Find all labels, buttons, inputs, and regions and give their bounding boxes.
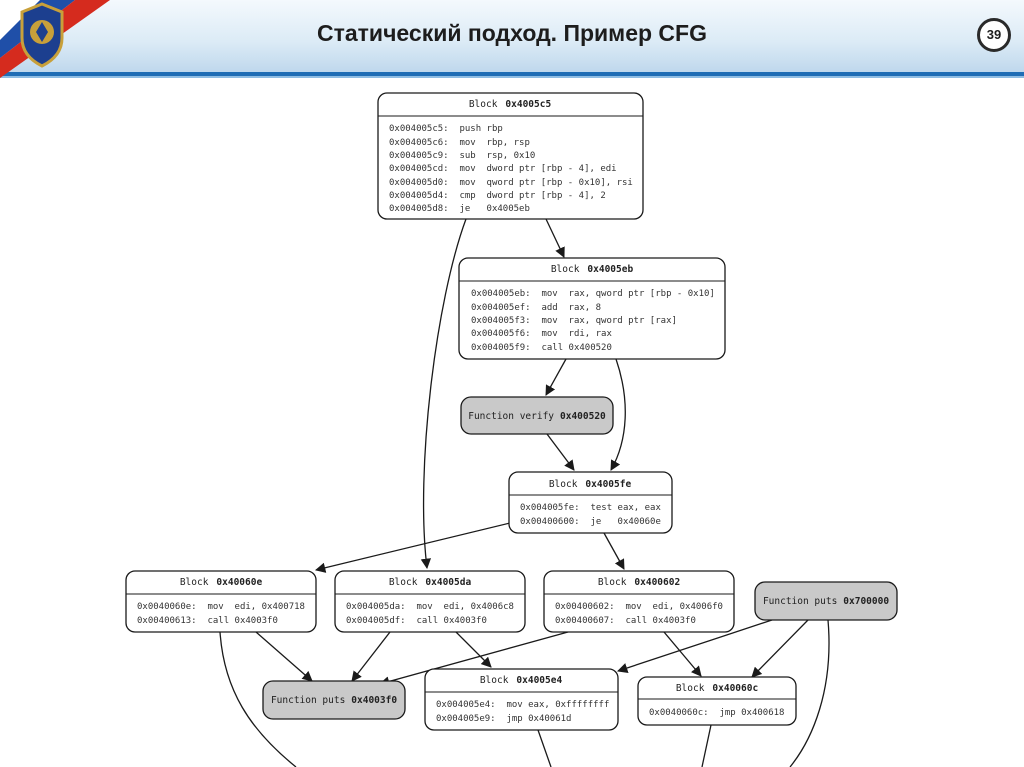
cfg-function-node: Function verify 0x400520 bbox=[460, 396, 614, 435]
page-number-badge: 39 bbox=[977, 18, 1011, 52]
edge-40060e-down bbox=[219, 631, 297, 767]
instruction-line: 0x004005c9: sub rsp, 0x10 bbox=[389, 151, 535, 161]
instruction-line: 0x004005f6: mov rdi, rax bbox=[471, 329, 612, 339]
instruction-line: 0x00400600: je 0x40060e bbox=[520, 517, 661, 527]
instruction-line: 0x004005d0: mov qword ptr [rbp - 0x10], … bbox=[389, 178, 633, 188]
instruction-line: 0x004005eb: mov rax, qword ptr [rbp - 0x… bbox=[471, 289, 715, 299]
header-band-light bbox=[0, 76, 1024, 78]
slide-title: Статический подход. Пример CFG bbox=[317, 20, 707, 46]
cfg-block: Block 0x4005e4 0x004005e4: mov eax, 0xfff… bbox=[424, 668, 619, 731]
block-header: Block 0x4005da bbox=[389, 577, 472, 588]
instruction-line: 0x004005f9: call 0x400520 bbox=[471, 343, 612, 353]
block-label: Block bbox=[469, 99, 498, 110]
edge-4005c5-4005eb bbox=[545, 218, 565, 258]
cfg-function-node: Function puts 0x700000 bbox=[754, 581, 898, 621]
edge-4005da-puts bbox=[351, 631, 391, 682]
block-label: Block bbox=[389, 577, 418, 588]
instruction-line: 0x004005df: call 0x4003f0 bbox=[346, 616, 487, 626]
block-address: 0x4005eb bbox=[587, 264, 633, 275]
instruction-line: 0x004005cd: mov dword ptr [rbp - 4], edi bbox=[389, 164, 617, 174]
instruction-line: 0x004005da: mov edi, 0x4006c8 bbox=[346, 602, 514, 612]
cfg-block: Block 0x4005da 0x004005da: mov edi, 0x400… bbox=[334, 570, 526, 633]
block-header: Block 0x4005fe bbox=[549, 479, 632, 490]
function-address: 0x700000 bbox=[843, 596, 889, 607]
block-header: Block 0x4005c5 bbox=[469, 99, 552, 110]
block-address: 0x4005fe bbox=[585, 479, 631, 490]
function-address: 0x4003f0 bbox=[351, 695, 397, 706]
edge-4005da-4005e4 bbox=[455, 631, 492, 668]
instruction-line: 0x0040060c: jmp 0x400618 bbox=[649, 708, 784, 718]
instruction-line: 0x00400602: mov edi, 0x4006f0 bbox=[555, 602, 723, 612]
block-label: Block bbox=[480, 675, 509, 686]
instruction-line: 0x004005c6: mov rbp, rsp bbox=[389, 138, 530, 148]
cfg-block: Block 0x40060e 0x0040060e: mov edi, 0x400… bbox=[125, 570, 317, 633]
cfg-block: Block 0x4005eb 0x004005eb: mov rax, qword… bbox=[458, 257, 726, 360]
function-name: Function verify bbox=[468, 411, 554, 422]
instruction-line: 0x004005c5: push rbp bbox=[389, 124, 503, 134]
edge-puts700000-down bbox=[789, 619, 830, 767]
edge-puts700000-4005e4 bbox=[617, 619, 773, 673]
block-address: 0x40060c bbox=[712, 683, 758, 694]
block-header: Block 0x4005eb bbox=[551, 264, 634, 275]
instruction-line: 0x004005f3: mov rax, qword ptr [rax] bbox=[471, 316, 677, 326]
function-label: Function puts 0x4003f0 bbox=[271, 695, 397, 706]
block-label: Block bbox=[676, 683, 705, 694]
instruction-line: 0x004005e9: jmp 0x40061d bbox=[436, 714, 571, 724]
block-label: Block bbox=[598, 577, 627, 588]
block-label: Block bbox=[551, 264, 580, 275]
cfg-block: Block 0x40060c 0x0040060c: jmp 0x400618 bbox=[637, 676, 797, 726]
edge-40060e-puts bbox=[255, 631, 313, 682]
edge-4005fe-400602 bbox=[603, 532, 625, 570]
edge-4005e4-down bbox=[537, 729, 552, 767]
edge-puts700000-40060c bbox=[751, 619, 809, 678]
cfg-edges bbox=[219, 218, 830, 767]
header-band bbox=[0, 72, 1024, 76]
edge-4005eb-4005fe bbox=[610, 358, 626, 471]
instruction-line: 0x004005d4: cmp dword ptr [rbp - 4], 2 bbox=[389, 191, 606, 201]
instruction-line: 0x004005d8: je 0x4005eb bbox=[389, 204, 530, 214]
block-address: 0x4005da bbox=[425, 577, 471, 588]
edge-400602-puts bbox=[378, 631, 569, 687]
instruction-line: 0x00400607: call 0x4003f0 bbox=[555, 616, 696, 626]
edge-4005fe-40060e bbox=[314, 522, 511, 573]
block-header: Block 0x40060c bbox=[676, 683, 758, 694]
block-address: 0x40060e bbox=[216, 577, 262, 588]
function-address: 0x400520 bbox=[560, 411, 606, 422]
function-label: Function puts 0x700000 bbox=[763, 596, 889, 607]
instruction-line: 0x0040060e: mov edi, 0x400718 bbox=[137, 602, 305, 612]
block-address: 0x4005c5 bbox=[505, 99, 551, 110]
slide-header bbox=[0, 0, 1024, 75]
function-name: Function puts bbox=[763, 596, 837, 607]
function-label: Function verify 0x400520 bbox=[468, 411, 606, 422]
block-header: Block 0x40060e bbox=[180, 577, 263, 588]
edge-40060c-down bbox=[701, 724, 712, 767]
block-address: 0x400602 bbox=[634, 577, 680, 588]
cfg-block: Block 0x4005c5 0x004005c5: push rbp 0x004… bbox=[377, 92, 644, 220]
block-address: 0x4005e4 bbox=[516, 675, 562, 686]
instruction-line: 0x004005fe: test eax, eax bbox=[520, 503, 661, 513]
instruction-line: 0x004005ef: add rax, 8 bbox=[471, 303, 601, 313]
instruction-line: 0x004005e4: mov eax, 0xffffffff bbox=[436, 700, 609, 710]
cfg-block: Block 0x400602 0x00400602: mov edi, 0x400… bbox=[543, 570, 735, 633]
function-name: Function puts bbox=[271, 695, 345, 706]
flag-emblem-icon bbox=[0, 0, 110, 78]
block-label: Block bbox=[549, 479, 578, 490]
block-header: Block 0x400602 bbox=[598, 577, 680, 588]
edge-400602-40060c bbox=[663, 631, 702, 677]
instruction-line: 0x00400613: call 0x4003f0 bbox=[137, 616, 278, 626]
edge-4005eb-verify bbox=[545, 358, 567, 396]
block-label: Block bbox=[180, 577, 209, 588]
edge-4005c5-4005da bbox=[420, 218, 467, 570]
block-header: Block 0x4005e4 bbox=[480, 675, 563, 686]
edge-verify-4005fe bbox=[546, 433, 575, 471]
cfg-function-node: Function puts 0x4003f0 bbox=[262, 680, 406, 720]
